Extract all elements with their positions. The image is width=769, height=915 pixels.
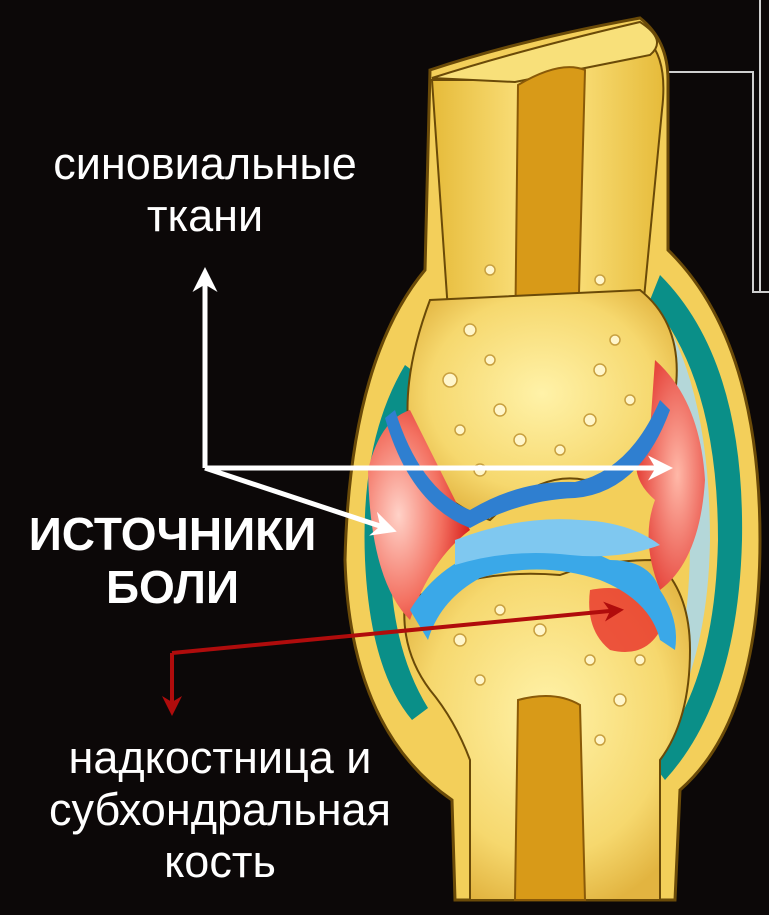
periosteum-label-line-3: кость [0,836,440,888]
synovial-tissue-label: синовиальные ткани [10,138,400,242]
synovial-label-line-1: синовиальные [10,138,400,190]
periosteum-label: надкостница и субхондральная кость [0,732,440,887]
periosteum-label-line-2: субхондральная [0,784,440,836]
periosteum-label-line-1: надкостница и [0,732,440,784]
pain-sources-label: ИСТОЧНИКИ БОЛИ [0,508,345,614]
pain-label-line-1: ИСТОЧНИКИ [0,508,345,561]
callout-bracket [668,0,769,292]
synovial-label-line-2: ткани [10,190,400,242]
tibia-canal [515,696,585,900]
pain-label-line-2: БОЛИ [0,561,345,614]
